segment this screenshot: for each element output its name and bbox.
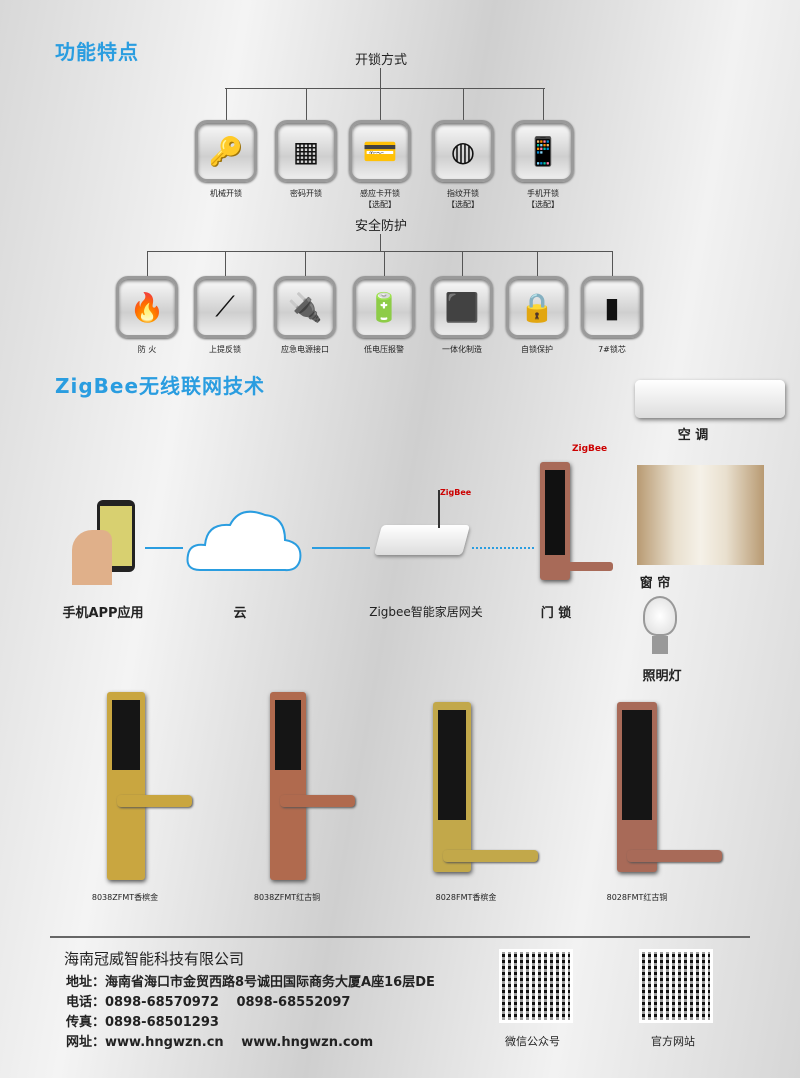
unlock-method-label: 指纹开锁	[447, 189, 479, 198]
product-name: 8038ZFMT香槟金	[91, 893, 159, 902]
address: 地址：海南省海口市金贸西路8号诚田国际商务大厦A座16层DE	[66, 975, 435, 990]
unlock-methods-title: 开锁方式	[354, 53, 407, 68]
zigbee-logo: ZigBee	[440, 488, 472, 497]
gateway-image	[373, 525, 471, 555]
company-name: 海南冠威智能科技有限公司	[64, 950, 245, 968]
door-lock-product	[433, 702, 471, 872]
air-conditioner-image	[635, 380, 785, 418]
security-feature-label: 7#锁芯	[598, 345, 626, 354]
padlock-icon: 🔒	[506, 276, 568, 338]
security-title: 安全防护	[354, 219, 407, 234]
tree-line	[225, 251, 226, 277]
tree-line	[612, 251, 613, 277]
tree-line	[543, 88, 544, 120]
tree-line	[537, 251, 538, 277]
card-icon: 💳	[349, 120, 411, 182]
handle-icon: ⟋	[194, 276, 256, 338]
security-feature-label: 应急电源接口	[281, 345, 329, 354]
lock-handle	[443, 850, 538, 862]
key-icon: 🔑	[195, 120, 257, 182]
optional-tag: 【选配】	[447, 200, 479, 209]
curtain-label: 窗 帘	[639, 576, 671, 591]
tree-line	[305, 251, 306, 277]
optional-tag: 【选配】	[527, 200, 559, 209]
door-lock-product	[270, 692, 306, 880]
tree-line	[462, 251, 463, 277]
zigbee-logo: ZigBee	[572, 444, 608, 454]
fax: 传真：0898-68501293	[66, 1015, 219, 1030]
product-name: 8028FMT香槟金	[435, 893, 497, 902]
link-arrow	[145, 547, 183, 549]
link-arrow	[312, 547, 370, 549]
tree-line	[147, 251, 148, 277]
ac-label: 空 调	[677, 428, 709, 443]
cloud-icon	[186, 510, 302, 572]
footer-divider	[50, 936, 750, 938]
door-lock-handle	[555, 562, 613, 571]
fire-icon: 🔥	[116, 276, 178, 338]
light-bulb-image	[643, 596, 677, 636]
lock-handle	[627, 850, 722, 862]
door-lock-image	[540, 462, 570, 580]
lock-handle	[280, 795, 355, 807]
tree-line	[380, 68, 381, 88]
phone-app-label: 手机APP应用	[62, 606, 144, 621]
tree-line	[380, 234, 381, 251]
lock-handle	[117, 795, 192, 807]
wireless-link	[472, 547, 534, 549]
security-feature-label: 防 火	[137, 345, 157, 354]
cube-icon: ⬛	[431, 276, 493, 338]
tree-line	[225, 88, 545, 89]
product-name: 8028FMT红古铜	[606, 893, 668, 902]
zigbee-title: ZigBee无线联网技术	[55, 374, 266, 398]
website-qr-label: 官方网站	[651, 1035, 695, 1048]
bulb-base	[652, 636, 668, 654]
tree-line	[463, 88, 464, 120]
tree-line	[226, 88, 227, 120]
tree-line	[147, 251, 612, 252]
plug-icon: 🔌	[274, 276, 336, 338]
tree-line	[380, 88, 381, 120]
features-title: 功能特点	[55, 40, 139, 64]
cloud-label: 云	[233, 606, 247, 621]
unlock-method-label: 感应卡开锁	[360, 189, 400, 198]
phone-app-image	[72, 500, 140, 585]
unlock-method-label: 手机开锁	[527, 189, 559, 198]
optional-tag: 【选配】	[364, 200, 396, 209]
security-feature-label: 自锁保护	[521, 345, 553, 354]
tree-line	[306, 88, 307, 120]
curtain-image	[637, 465, 764, 565]
unlock-method-label: 机械开锁	[210, 189, 242, 198]
lock-label: 门 锁	[540, 606, 572, 621]
product-name: 8038ZFMT红古铜	[253, 893, 321, 902]
website-qr-code[interactable]	[639, 949, 713, 1023]
security-feature-label: 上提反锁	[209, 345, 241, 354]
door-lock-product	[617, 702, 657, 872]
wechat-qr-code[interactable]	[499, 949, 573, 1023]
battery-icon: 🔋	[353, 276, 415, 338]
gateway-antenna	[438, 490, 440, 528]
keypad-icon: ▦	[275, 120, 337, 182]
security-feature-label: 低电压报警	[364, 345, 404, 354]
website[interactable]: 网址：www.hngwzn.cn www.hngwzn.com	[66, 1035, 374, 1050]
fingerprint-icon: ◍	[432, 120, 494, 182]
phone-icon: 📱	[512, 120, 574, 182]
gateway-label: Zigbee智能家居网关	[369, 605, 483, 619]
phone-numbers: 电话：0898-68570972 0898-68552097	[66, 995, 351, 1010]
security-feature-label: 一体化制造	[442, 345, 482, 354]
unlock-method-label: 密码开锁	[290, 189, 322, 198]
light-label: 照明灯	[642, 669, 682, 684]
lock-core-icon: ▮	[581, 276, 643, 338]
door-lock-product	[107, 692, 145, 880]
tree-line	[384, 251, 385, 277]
wechat-qr-label: 微信公众号	[505, 1035, 560, 1048]
